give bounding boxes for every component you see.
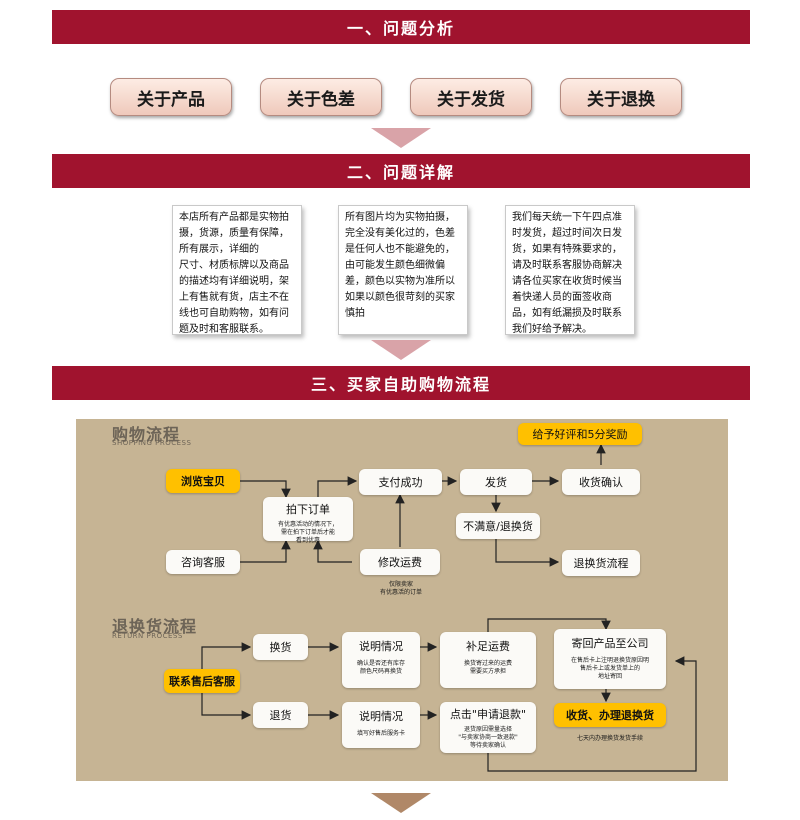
topic-return-label: 关于退换 [587, 89, 655, 110]
returns-subtitle: RETURN PROCESS [112, 632, 183, 640]
node-explain-exchange-note: 确认是否还有库存 颜色尺码再换货 [356, 660, 405, 675]
node-unsatisfied-label: 不满意/退换货 [463, 520, 533, 533]
chevron-down-icon [371, 128, 431, 148]
topic-return[interactable]: 关于退换 [560, 78, 682, 116]
node-supplement-label: 补足运费 [466, 640, 510, 653]
flow-connectors [201, 443, 697, 772]
node-ship[interactable]: 发货 [460, 469, 532, 495]
topic-color[interactable]: 关于色差 [260, 78, 382, 116]
note-product: 本店所有产品都是实物拍摄，货源，质量有保障，所有展示，详细的 尺寸、材质标牌以及… [172, 205, 302, 335]
node-explain-refund-label: 说明情况 [359, 710, 403, 723]
arrow-browse-order [240, 480, 291, 499]
process-diagram: 购物流程 SHOPPING PROCESS 浏览宝贝 咨询客服 拍下订单 有优惠… [76, 419, 728, 781]
node-supplement-note: 换货寄过来的运费 需要买方承担 [463, 660, 512, 675]
chevron-down-icon [371, 793, 431, 813]
arrow-contact-refund [201, 689, 252, 720]
chevron-down-icon [371, 340, 431, 360]
node-send-back[interactable]: 寄回产品至公司 在售后卡上注明退换货原因明 售后卡上或发货单上的 地址寄回 [554, 629, 666, 689]
topic-shipping[interactable]: 关于发货 [410, 78, 532, 116]
topic-color-label: 关于色差 [287, 89, 355, 110]
node-reward[interactable]: 给予好评和5分奖励 [518, 423, 642, 445]
node-send-back-note: 在售后卡上注明退换货原因明 售后卡上或发货单上的 地址寄回 [570, 657, 649, 680]
note-shipping: 我们每天统一下午四点准时发货，超过时间次日发货，如果有特殊要求的，请及时联系客服… [505, 205, 635, 335]
topic-product-label: 关于产品 [137, 89, 205, 110]
node-supplement[interactable]: 补足运费 换货寄过来的运费 需要买方承担 [440, 632, 536, 688]
arrow-unsatisfied-return [495, 539, 560, 567]
shopping-title: 购物流程 [112, 425, 181, 444]
node-order-note: 有优惠活动的情况下， 需在拍下订单后才能 看到优惠 [277, 521, 338, 544]
node-unsatisfied[interactable]: 不满意/退换货 [456, 513, 540, 539]
section-detail-title: 二、问题详解 [346, 163, 455, 182]
node-receive-note: 七天内办理换货发货手续 [576, 735, 643, 742]
node-order-label: 拍下订单 [286, 503, 330, 516]
section-process-title: 三、买家自助购物流程 [310, 375, 491, 394]
node-explain-exchange-label: 说明情况 [359, 640, 403, 653]
node-contact-label: 联系售后客服 [169, 675, 235, 688]
node-refund-label: 退货 [269, 709, 292, 722]
arrow-contact-exchange [201, 642, 252, 674]
node-exchange[interactable]: 换货 [253, 634, 308, 660]
node-explain-refund[interactable]: 说明情况 填写好售后服务卡 [342, 702, 420, 748]
node-contact[interactable]: 联系售后客服 [164, 669, 240, 693]
arrow-order-pay [317, 476, 358, 497]
section-process-banner: 三、买家自助购物流程 [52, 366, 750, 400]
node-modify-note: 仅限卖家 有优惠活的订单 [379, 581, 422, 596]
node-order[interactable]: 拍下订单 有优惠活动的情况下， 需在拍下订单后才能 看到优惠 [263, 497, 353, 544]
node-explain-exchange[interactable]: 说明情况 确认是否还有库存 颜色尺码再换货 [342, 632, 420, 688]
node-apply-note: 退货原因需量选择 "与卖家协商一致退款" 等待卖家确认 [458, 726, 518, 749]
node-consult[interactable]: 咨询客服 [166, 550, 240, 574]
node-browse-label: 浏览宝贝 [181, 475, 225, 488]
node-explain-refund-note: 填写好售后服务卡 [356, 730, 405, 737]
arrow-consult-order [240, 539, 291, 563]
node-modify[interactable]: 修改运费 [360, 549, 440, 575]
node-return-flow-label: 退换货流程 [573, 557, 629, 570]
node-confirm[interactable]: 收货确认 [562, 469, 640, 495]
section-detail-banner: 二、问题详解 [52, 154, 750, 188]
node-reward-label: 给予好评和5分奖励 [532, 428, 628, 441]
node-confirm-label: 收货确认 [579, 476, 623, 489]
section-analysis-banner: 一、问题分析 [52, 10, 750, 44]
node-apply[interactable]: 点击"申请退款" 退货原因需量选择 "与卖家协商一致退款" 等待卖家确认 [440, 702, 536, 753]
topic-shipping-label: 关于发货 [437, 89, 505, 110]
note-color: 所有图片均为实物拍摄，完全没有美化过的，色差是任何人也不能避免的，由可能发生颜色… [338, 205, 468, 335]
node-receive-label: 收货、办理退换货 [566, 709, 654, 722]
node-pay[interactable]: 支付成功 [359, 469, 442, 495]
node-modify-label: 修改运费 [378, 556, 422, 569]
arrow-modify-order [313, 539, 352, 563]
topic-product[interactable]: 关于产品 [110, 78, 232, 116]
node-return-flow[interactable]: 退换货流程 [562, 550, 640, 576]
node-send-back-label: 寄回产品至公司 [571, 637, 649, 650]
shopping-subtitle: SHOPPING PROCESS [112, 439, 192, 447]
node-browse[interactable]: 浏览宝贝 [166, 469, 240, 493]
node-receive[interactable]: 收货、办理退换货 [554, 703, 666, 727]
returns-title: 退换货流程 [112, 617, 198, 636]
node-ship-label: 发货 [485, 476, 507, 489]
section-analysis-title: 一、问题分析 [346, 19, 455, 38]
arrow-apply-sendback [487, 656, 697, 772]
arrow-supplement-sendback [487, 618, 611, 632]
node-consult-label: 咨询客服 [181, 556, 225, 569]
node-apply-label: 点击"申请退款" [449, 708, 527, 721]
node-refund[interactable]: 退货 [253, 702, 308, 728]
node-pay-label: 支付成功 [378, 476, 423, 489]
node-exchange-label: 换货 [269, 641, 292, 654]
